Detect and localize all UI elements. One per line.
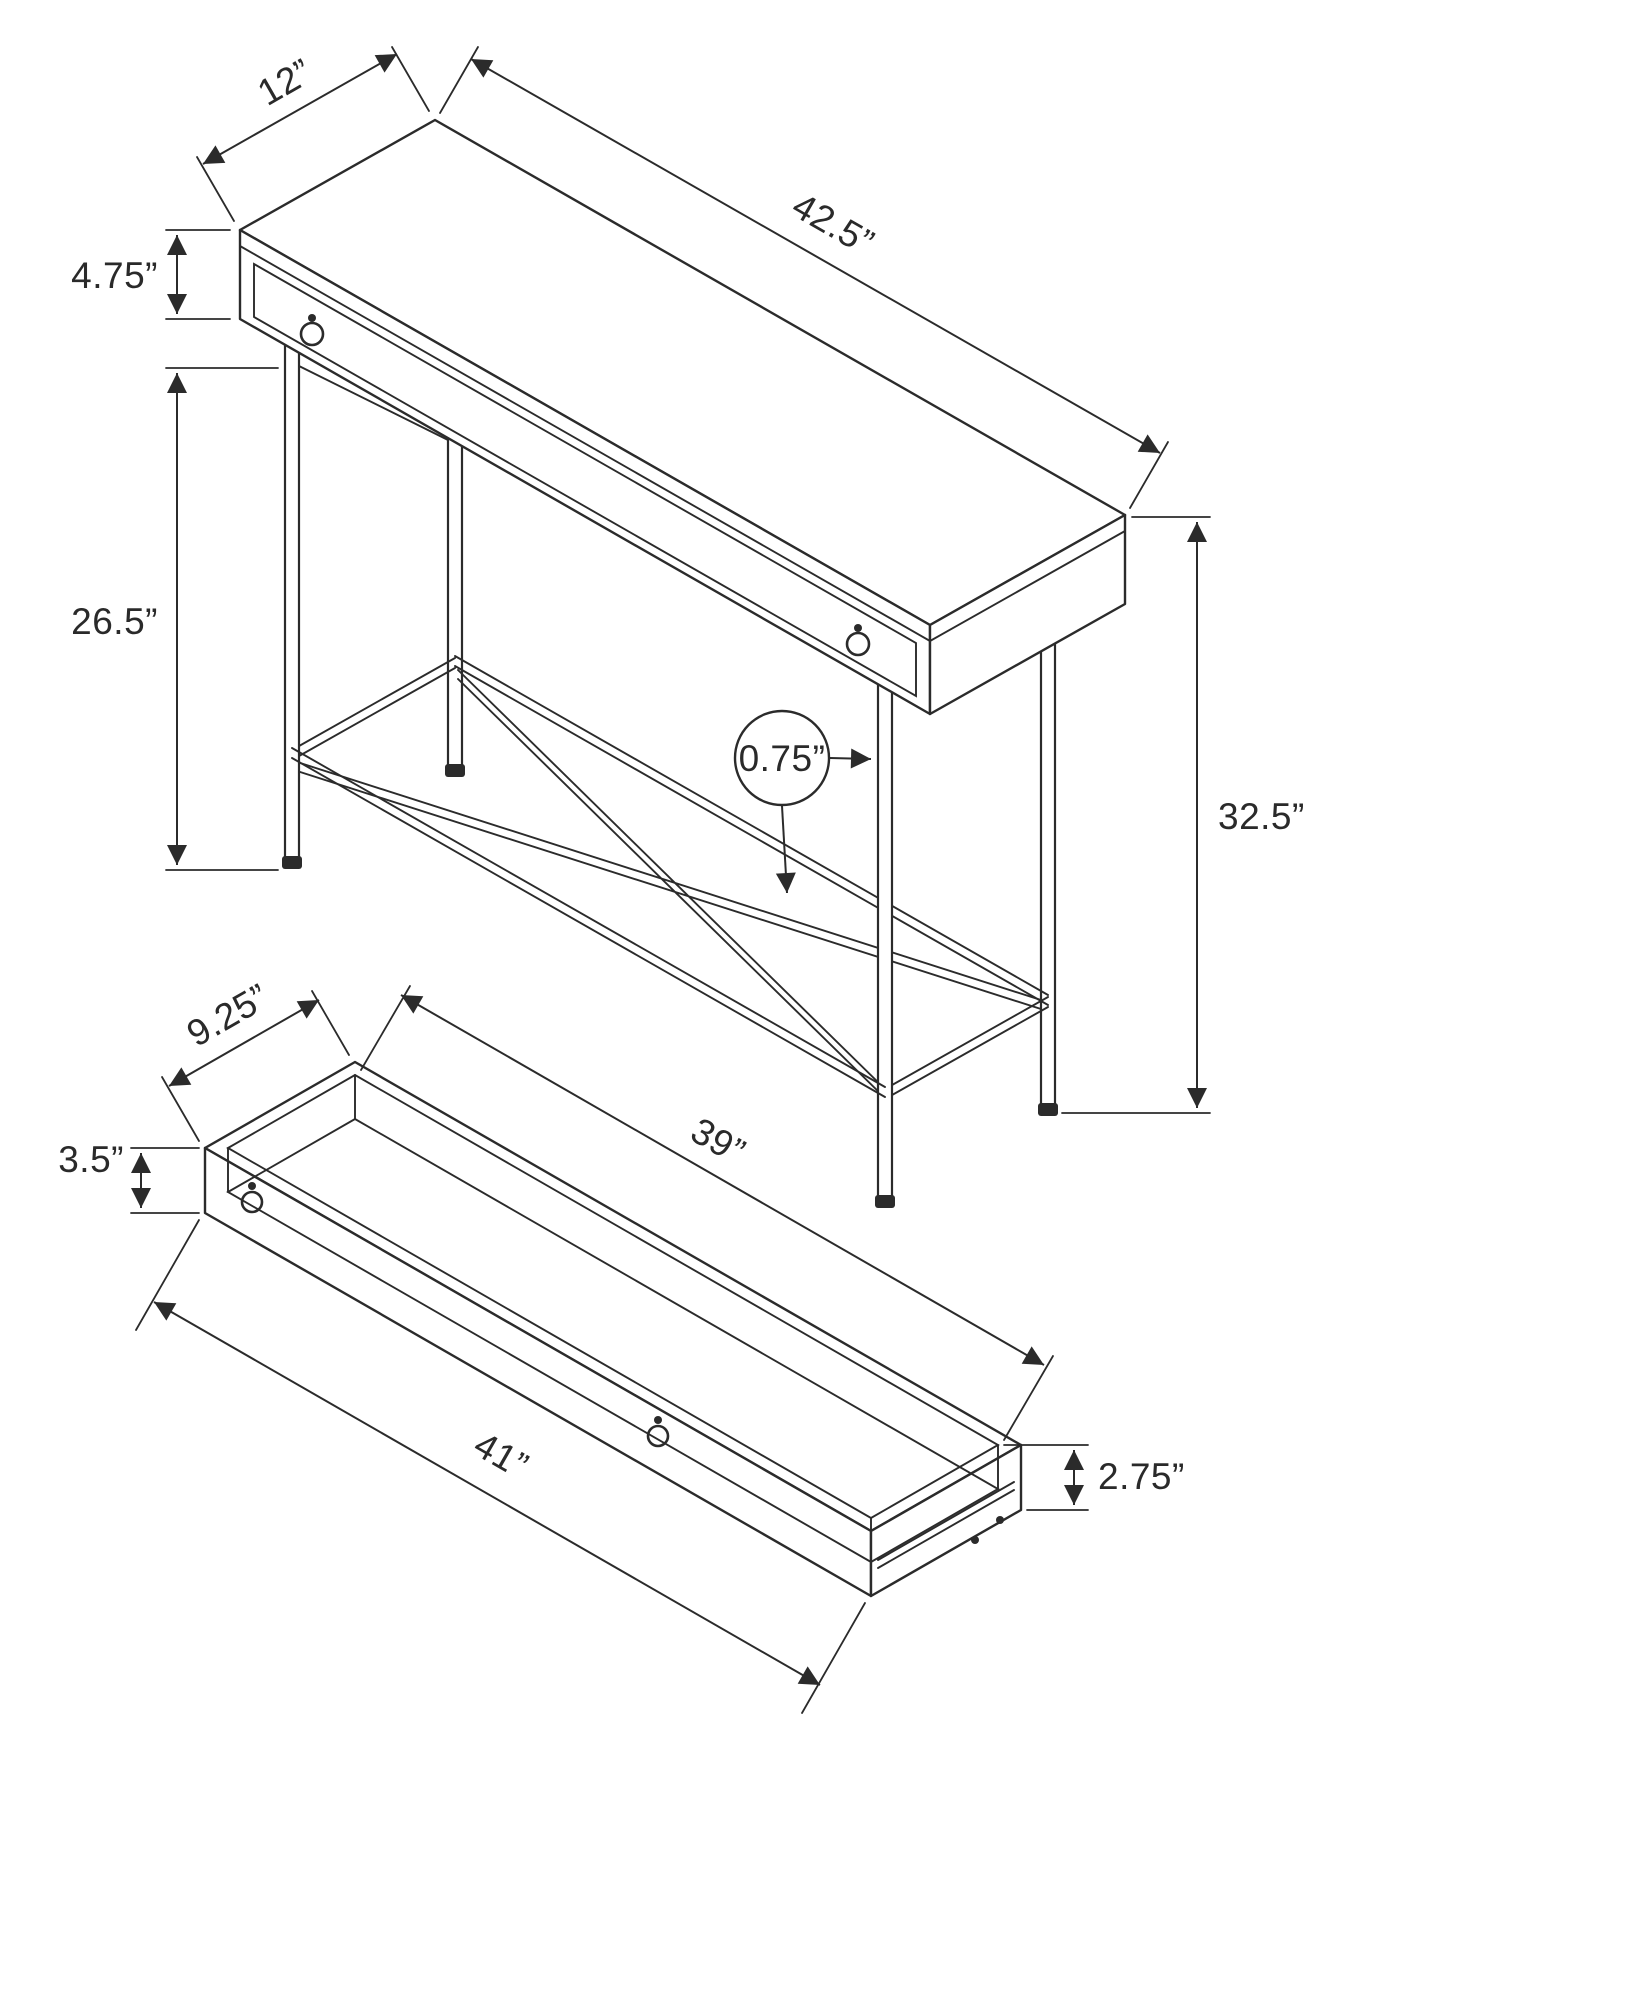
slide-screw bbox=[971, 1536, 979, 1544]
tube-size-callout: 0.75” bbox=[733, 709, 872, 894]
dim-leg-height-label: 26.5” bbox=[71, 601, 158, 642]
table-top bbox=[238, 118, 1127, 716]
leg-foot-cap bbox=[875, 1195, 895, 1208]
dim-table-length-label: 42.5” bbox=[785, 185, 881, 264]
dim-leg-height: 26.5” bbox=[71, 367, 279, 871]
right-side-stretcher bbox=[884, 996, 1049, 1100]
ring-pull bbox=[845, 624, 871, 657]
leg-foot-cap bbox=[1038, 1103, 1058, 1116]
dim-total-height: 32.5” bbox=[1061, 516, 1305, 1114]
front-left-leg bbox=[283, 343, 301, 860]
dim-drawer-outer-length-label: 41” bbox=[467, 1424, 535, 1487]
leg-foot-cap bbox=[282, 856, 302, 869]
drawer-front-outline bbox=[253, 262, 917, 698]
back-right-leg bbox=[1039, 641, 1057, 1107]
ring-pull bbox=[299, 314, 325, 347]
dim-total-height-label: 32.5” bbox=[1218, 796, 1305, 837]
ring-pull bbox=[240, 1182, 264, 1214]
console-table-drawing: 12” 42.5” 4.75” 26.5” 32.5” bbox=[71, 46, 1305, 1208]
dim-drawer-depth-label: 9.25” bbox=[180, 976, 276, 1055]
dim-drawer-front-height-label: 3.5” bbox=[58, 1139, 124, 1180]
dim-drawer-front-height: 3.5” bbox=[58, 1139, 200, 1214]
dim-apron-height: 4.75” bbox=[71, 229, 231, 320]
x-brace bbox=[296, 669, 1042, 1100]
back-stretcher bbox=[454, 655, 1049, 1006]
dim-drawer-inner-height-label: 2.75” bbox=[1098, 1456, 1185, 1497]
front-right-leg bbox=[876, 682, 894, 1199]
dim-drawer-inner-height: 2.75” bbox=[1003, 1444, 1185, 1511]
frame-rail bbox=[298, 365, 449, 441]
drawer-inner-walls bbox=[227, 1074, 999, 1563]
left-side-stretcher bbox=[291, 657, 456, 761]
leg-foot-cap bbox=[445, 764, 465, 777]
drawer-box bbox=[203, 1060, 1023, 1598]
back-left-leg bbox=[446, 436, 464, 768]
slide-screw bbox=[996, 1516, 1004, 1524]
dim-apron-height-label: 4.75” bbox=[71, 255, 158, 296]
drawer-slide-rail bbox=[877, 1481, 1015, 1569]
drawer-drawing: 9.25” 3.5” 39” 41” 2.75” bbox=[58, 976, 1185, 1714]
tube-size-label: 0.75” bbox=[739, 738, 826, 779]
drawer-top-rim bbox=[203, 1060, 1023, 1533]
table-end-face bbox=[928, 513, 1127, 716]
